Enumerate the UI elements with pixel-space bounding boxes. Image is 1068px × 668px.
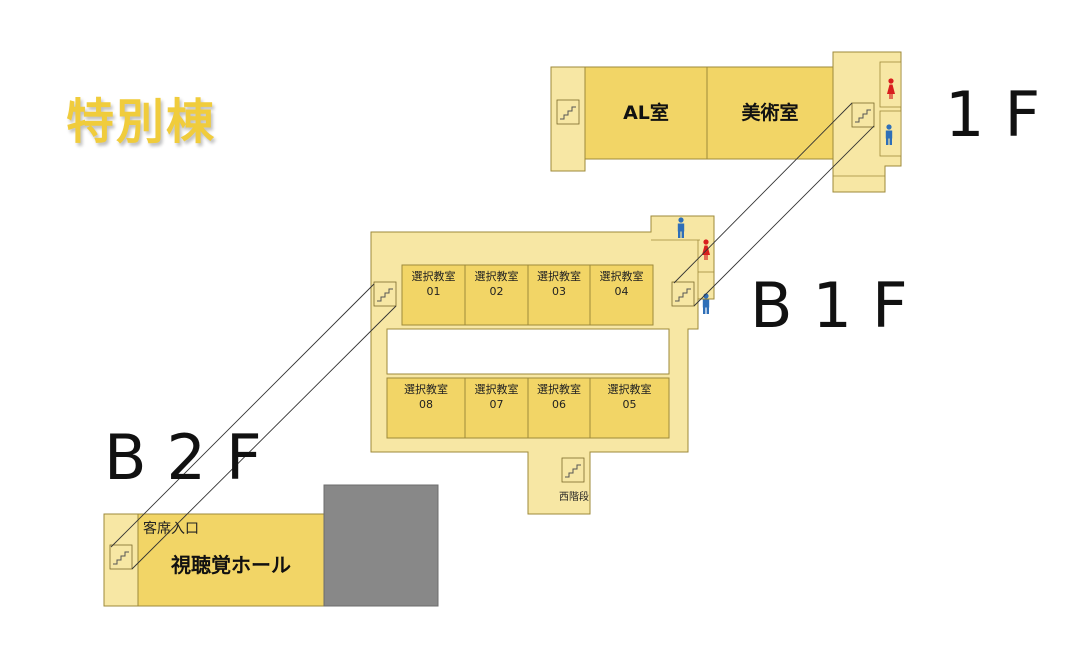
classroom-label: 選択教室 08 [395, 382, 457, 412]
classroom-number: 03 [552, 285, 566, 298]
stairs-icon [556, 99, 580, 125]
classroom-name: 選択教室 [474, 383, 519, 396]
building-title: 特別棟 [66, 94, 217, 150]
classroom-06 [527, 377, 591, 439]
stairs-icon [851, 102, 875, 128]
classroom-04 [589, 264, 654, 326]
stair-connector-lines [110, 102, 875, 570]
room-al: AL室 [623, 102, 669, 124]
classroom-name: 選択教室 [607, 383, 652, 396]
classroom-label: 選択教室 01 [403, 269, 465, 299]
stairs-icon [671, 281, 695, 307]
classroom-label: 選択教室 04 [591, 269, 653, 299]
classroom-number: 08 [419, 398, 433, 411]
classroom-label: 選択教室 03 [528, 269, 590, 299]
floor-label-1f: 1F [945, 78, 1061, 151]
classroom-name: 選択教室 [537, 383, 581, 396]
classroom-name: 選択教室 [411, 270, 456, 283]
classroom-08 [386, 377, 466, 439]
stairs-icon [373, 281, 397, 307]
classroom-02 [464, 264, 529, 326]
west-stairs-label: 西階段 [559, 492, 589, 503]
classroom-01 [401, 264, 466, 326]
classroom-label: 選択教室 02 [466, 269, 528, 299]
classroom-07 [464, 377, 529, 439]
room-art: 美術室 [741, 102, 799, 124]
stairs-icon [561, 457, 585, 483]
classroom-number: 02 [489, 285, 504, 298]
classroom-number: 07 [489, 398, 504, 411]
room-av-hall: 視聴覚ホール [171, 553, 291, 577]
floor-b2f-plan [103, 484, 439, 607]
floor-label-b2f: B2F [104, 421, 282, 494]
classroom-number: 05 [622, 398, 637, 411]
classroom-number: 04 [614, 285, 629, 298]
classroom-label: 選択教室 05 [599, 382, 661, 412]
classroom-05 [589, 377, 670, 439]
stairs-icon [109, 544, 133, 570]
classroom-label: 選択教室 07 [466, 382, 528, 412]
classroom-group [386, 264, 670, 439]
classroom-name: 選択教室 [599, 270, 644, 283]
classroom-number: 06 [552, 398, 566, 411]
classroom-label: 選択教室 06 [528, 382, 590, 412]
classroom-number: 01 [426, 285, 441, 298]
classroom-name: 選択教室 [404, 383, 448, 396]
classroom-name: 選択教室 [474, 270, 519, 283]
classroom-name: 選択教室 [537, 270, 581, 283]
audience-entrance-label: 客席入口 [143, 521, 199, 537]
floor-label-b1f: B1F [750, 269, 928, 342]
floor-b1f-plan [370, 215, 715, 515]
